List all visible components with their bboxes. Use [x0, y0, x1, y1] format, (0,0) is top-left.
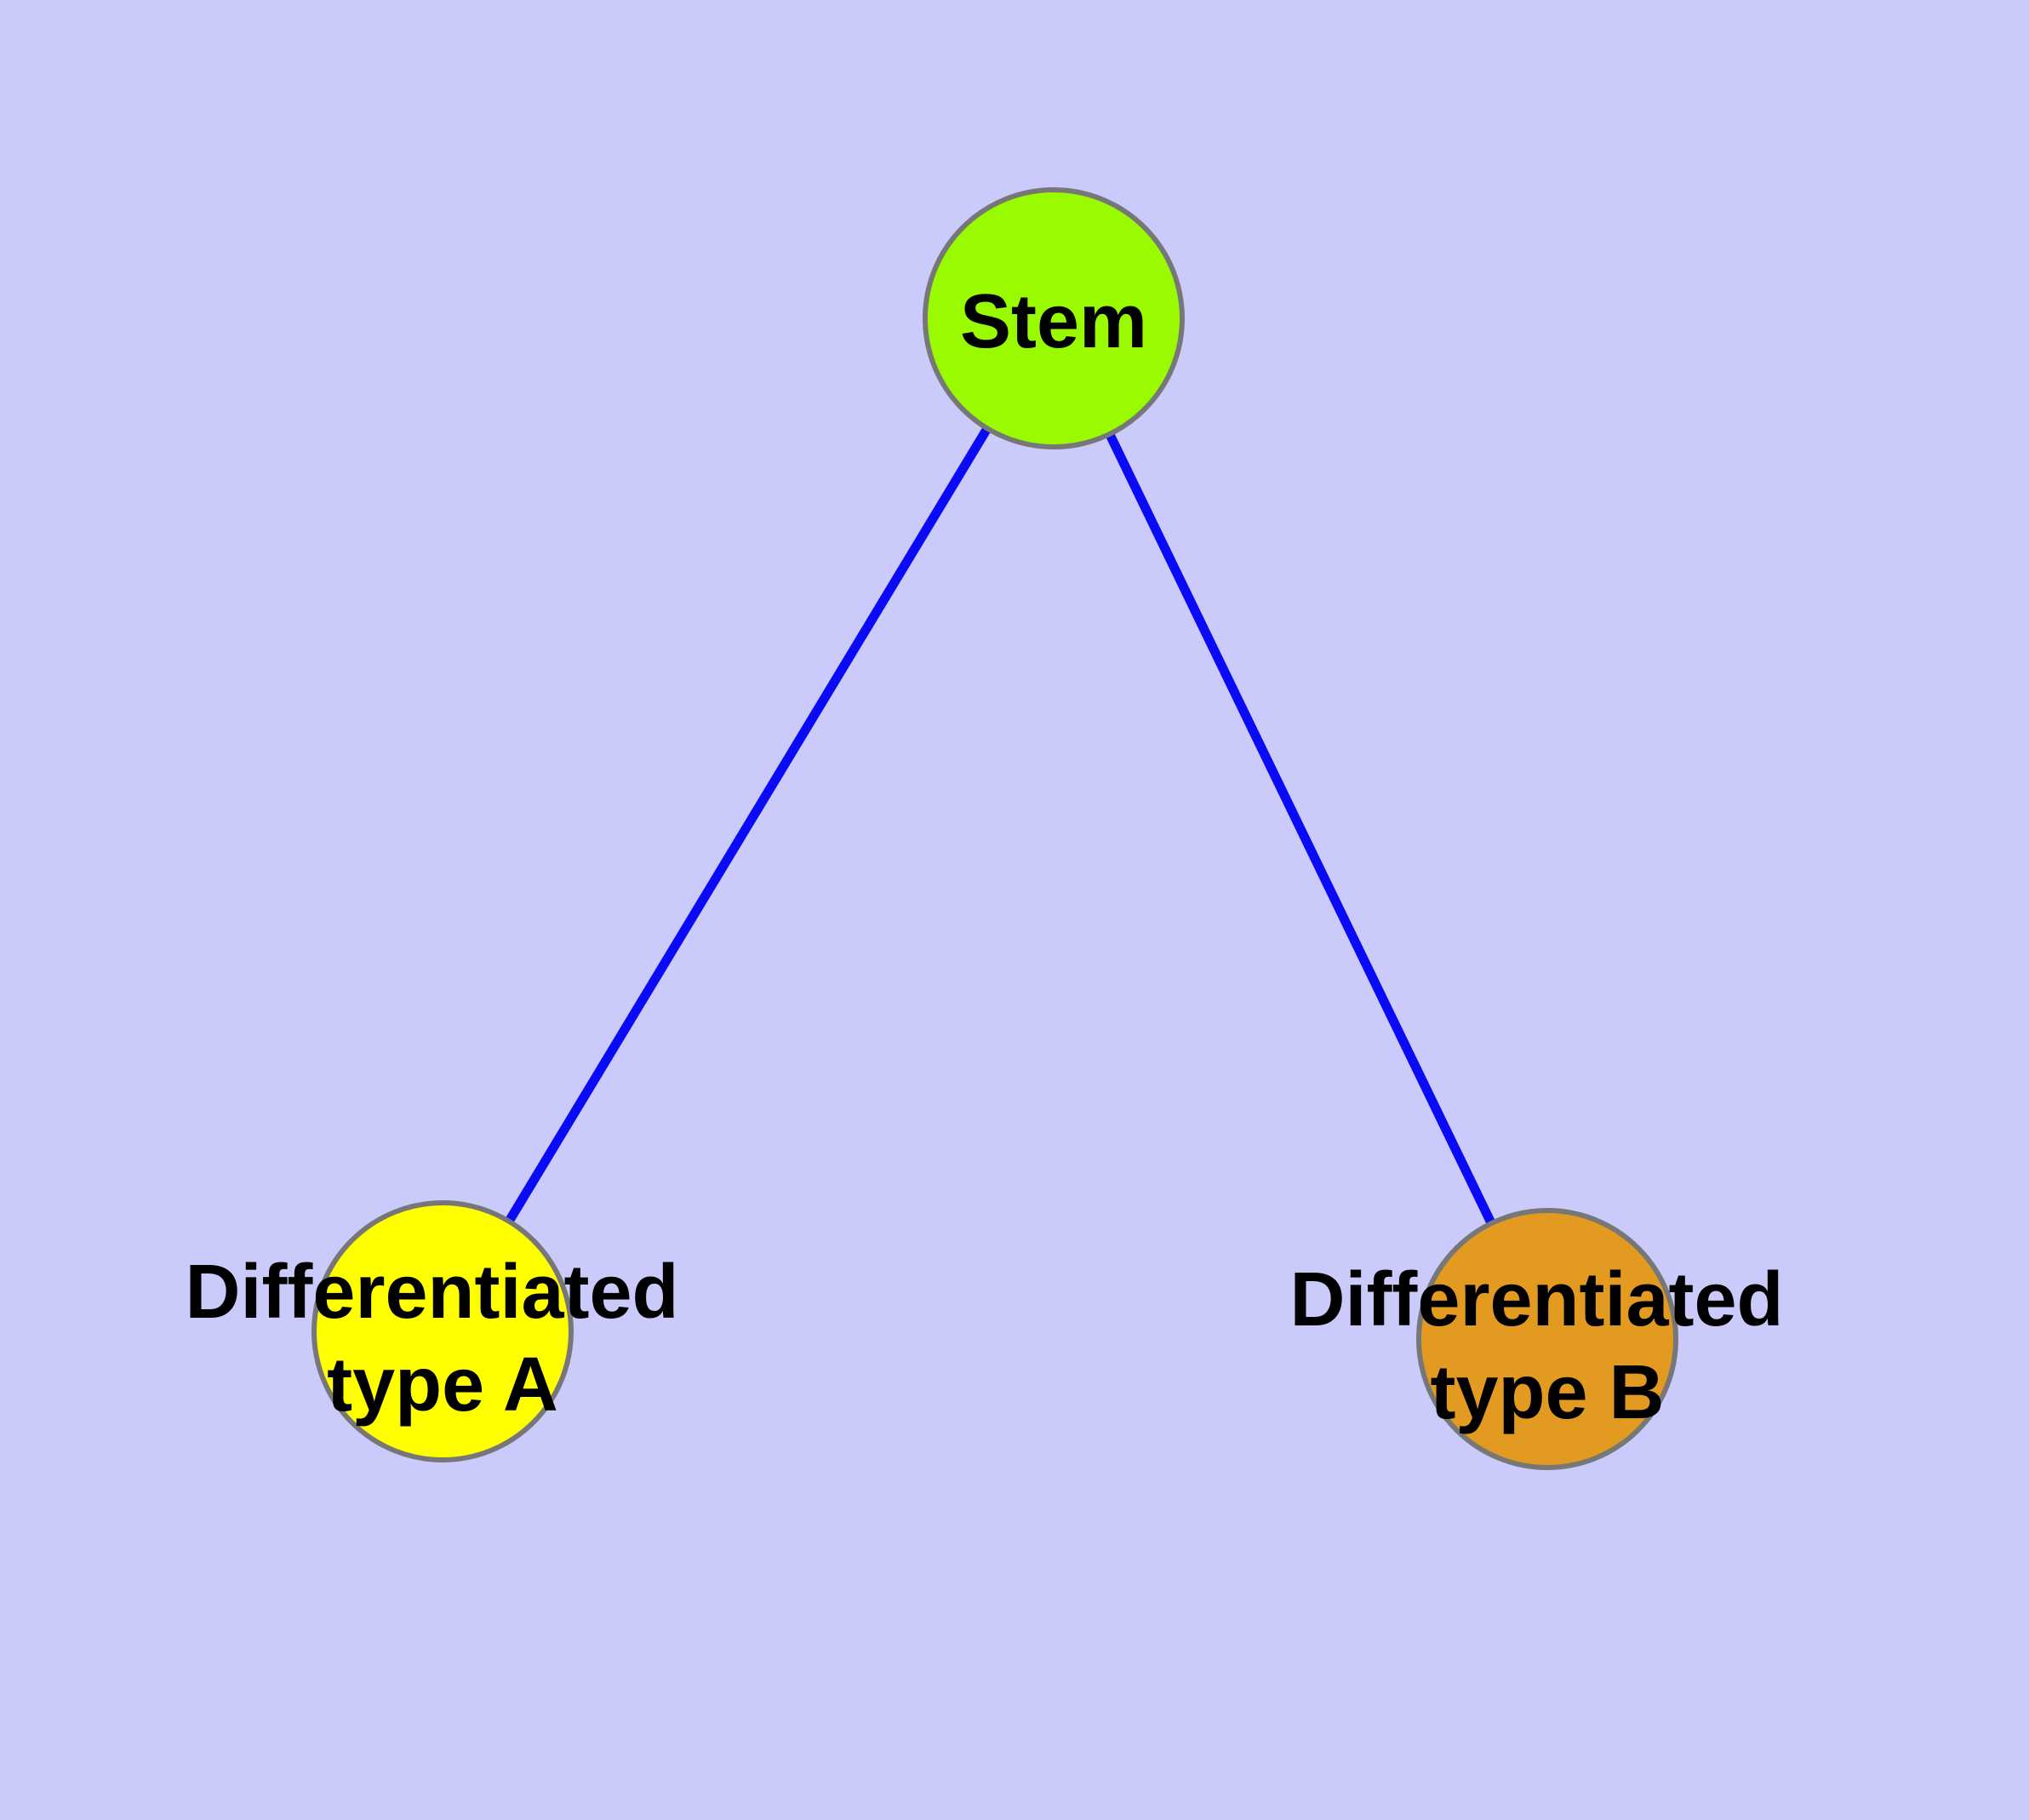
node-type-b-circle — [1416, 1208, 1678, 1470]
node-type-b-label-line1: Differentiated — [1289, 1257, 1783, 1342]
node-type-a-label: Differentiated type A — [185, 1250, 700, 1428]
node-type-b-label: Differentiated type B — [1289, 1257, 1804, 1435]
edge-stem-to-type-b — [1049, 316, 1552, 1342]
node-type-a-circle — [311, 1200, 574, 1462]
node-stem-label: Stem — [960, 279, 1147, 364]
node-type-b-label-line2: type B — [1430, 1350, 1664, 1435]
node-type-a-label-line2: type A — [327, 1342, 558, 1428]
node-stem-circle — [923, 187, 1185, 449]
node-stem-label-line: Stem — [960, 279, 1147, 364]
node-type-a-label-line1: Differentiated — [185, 1250, 678, 1335]
edge-stem-to-type-a — [438, 316, 1058, 1334]
